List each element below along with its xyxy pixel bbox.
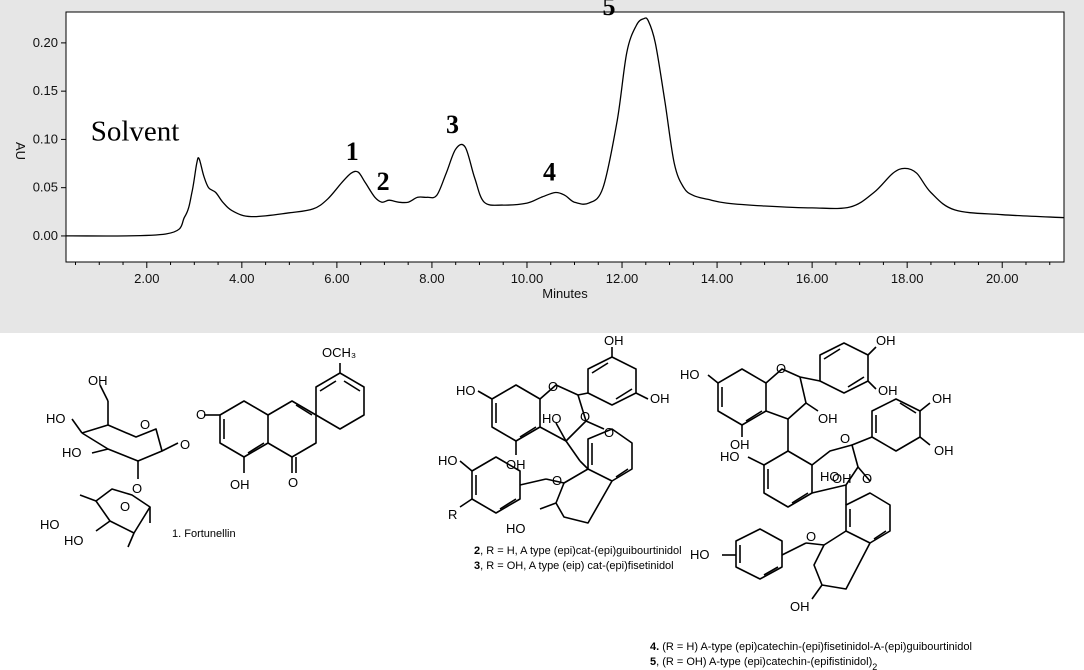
peak-label-1: 1	[346, 137, 359, 166]
atom-label: HO	[506, 521, 526, 536]
y-tick-label: 0.15	[33, 83, 58, 98]
plot-area	[65, 11, 1065, 263]
y-axis-title: AU	[13, 142, 28, 160]
atom-label: O	[806, 529, 816, 544]
x-tick-label: 12.00	[606, 271, 639, 286]
atom-label: HO	[690, 547, 710, 562]
atom-label: O	[604, 425, 614, 440]
atom-label: HO	[720, 449, 740, 464]
atom-label: O	[132, 481, 142, 496]
chromatogram-trace	[65, 17, 1065, 237]
peak-label-5: 5	[603, 0, 616, 21]
atom-label: OH	[506, 457, 526, 472]
atom-label: O	[552, 473, 562, 488]
x-tick-label: 2.00	[134, 271, 159, 286]
peak-annotations: Solvent 12 3 4 5	[91, 0, 616, 196]
atom-label: OH	[88, 373, 108, 388]
atom-label: OH	[730, 437, 750, 452]
atom-label: HO	[438, 453, 458, 468]
x-axis: 2.00 4.00 6.00 8.00 10.00 12.00 14.00 16.00 18.0…	[75, 262, 1051, 286]
x-axis-title: Minutes	[542, 286, 588, 301]
peak-label-4: 4	[543, 158, 556, 187]
atom-label: O	[840, 431, 850, 446]
atom-label: O	[196, 407, 206, 422]
peak-label-3: 3	[446, 110, 459, 139]
x-tick-label: 8.00	[419, 271, 444, 286]
peak-label-2: 2	[377, 167, 390, 196]
x-tick-label: 10.00	[511, 271, 544, 286]
y-tick-label: 0.10	[33, 131, 58, 146]
atom-label: OH	[818, 411, 838, 426]
atom-label: HO	[680, 367, 700, 382]
x-tick-label: 14.00	[701, 271, 734, 286]
atom-label: HO	[456, 383, 476, 398]
atom-label: O	[120, 499, 130, 514]
y-tick-label: 0.05	[33, 180, 58, 195]
y-axis: 0.00 0.05 0.10 0.15 0.20	[33, 35, 66, 243]
atom-label: HO	[40, 517, 60, 532]
solvent-peak-label: Solvent	[91, 116, 180, 148]
atom-label: HO	[46, 411, 66, 426]
atom-label: OCH₃	[322, 345, 356, 360]
atom-label: OH	[932, 391, 952, 406]
structure-fortunellin: OH HO HO O O O O O OH O OCH₃ HO HO 1. Fo…	[40, 345, 365, 548]
atom-label: OH	[878, 383, 898, 398]
atom-label: OH	[650, 391, 670, 406]
atom-label: O	[140, 417, 150, 432]
atom-label: HO	[820, 469, 840, 484]
caption-compound-5: 5, (R = OH) A-type (epi)catechin-(epifis…	[650, 656, 877, 670]
caption-compound-2: 2, R = H, A type (epi)cat-(epi)guibourti…	[474, 545, 682, 557]
atom-label: OH	[604, 333, 624, 348]
y-tick-label: 0.20	[33, 35, 58, 50]
structures-panel: OH HO HO O O O O O OH O OCH₃ HO HO 1. Fo…	[40, 333, 972, 670]
x-tick-label: 20.00	[986, 271, 1019, 286]
atom-label: O	[548, 379, 558, 394]
atom-label: HO	[64, 533, 84, 548]
x-tick-label: 6.00	[324, 271, 349, 286]
caption-compound-4: 4. (R = H) A-type (epi)catechin-(epi)fis…	[650, 641, 972, 653]
atom-label: O	[776, 361, 786, 376]
x-tick-label: 18.00	[891, 271, 924, 286]
atom-label: O	[862, 471, 872, 486]
x-tick-label: 16.00	[796, 271, 829, 286]
atom-label: OH	[876, 333, 896, 348]
atom-label: O	[580, 409, 590, 424]
structure-a-type-dimer: OH OH HO O HO O O OH HO R O HO 2, R = H,…	[438, 333, 682, 572]
caption-compound-3: 3, R = OH, A type (eip) cat-(epi)fisetin…	[474, 560, 674, 572]
atom-label: OH	[832, 471, 852, 486]
atom-label: OH	[230, 477, 250, 492]
structure-a-type-trimer: OH OH HO O OH OH OH OH HO O HO O OH O HO…	[650, 333, 972, 670]
atom-label: OH	[934, 443, 954, 458]
x-tick-label: 4.00	[229, 271, 254, 286]
atom-label: HO	[62, 445, 82, 460]
y-tick-label: 0.00	[33, 228, 58, 243]
caption-fortunellin: 1. Fortunellin	[172, 528, 236, 540]
atom-label: O	[288, 475, 298, 490]
atom-label: OH	[790, 599, 810, 614]
atom-label: HO	[542, 411, 562, 426]
atom-label: O	[180, 437, 190, 452]
atom-label: R	[448, 507, 457, 522]
